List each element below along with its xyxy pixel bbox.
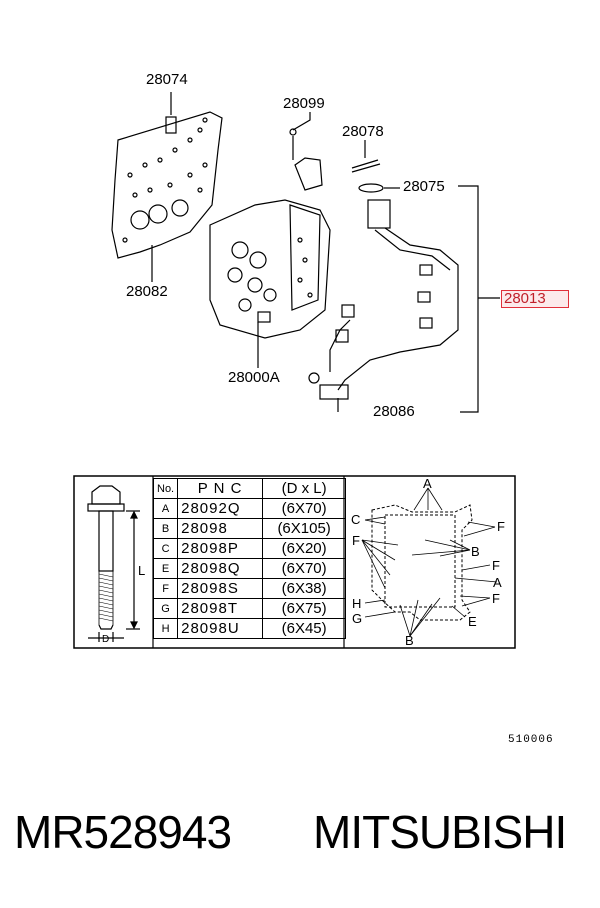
row-pnc: 28098U <box>177 618 264 639</box>
row-dl: (6X38) <box>262 578 347 599</box>
row-dl: (6X70) <box>262 498 347 519</box>
callout-28099: 28099 <box>283 95 325 112</box>
row-dl: (6X75) <box>262 598 347 619</box>
locator-label-h: H <box>352 596 362 611</box>
bolt-threads <box>98 573 114 622</box>
locator-label-b-bottom: B <box>405 633 414 648</box>
table-row: E 28098Q (6X70) <box>152 558 347 579</box>
locator-label-g: G <box>352 611 363 626</box>
row-no: G <box>152 598 179 619</box>
row-pnc: 28098T <box>177 598 264 619</box>
part-number: MR528943 <box>14 806 232 858</box>
locator-label-f-left: F <box>352 533 360 548</box>
bolt-locator-sketch <box>371 504 473 621</box>
valve-body-28000a <box>209 157 331 339</box>
callout-28086: 28086 <box>373 403 415 420</box>
separator-plate-28082 <box>111 111 223 259</box>
header-dl: (D x L) <box>262 478 347 499</box>
row-no: H <box>152 618 179 639</box>
clip-28078 <box>351 159 381 173</box>
table-row: C 28098P (6X20) <box>152 538 347 559</box>
filter-28074 <box>165 116 177 134</box>
table-row: F 28098S (6X38) <box>152 578 347 599</box>
row-no: F <box>152 578 179 599</box>
bolt-spec-table: No. P N C (D x L) A 28092Q (6X70) B 2809… <box>152 478 347 639</box>
row-pnc: 28098P <box>177 538 264 559</box>
locator-label-a-right: A <box>493 575 502 590</box>
locator-label-a-top: A <box>423 476 432 491</box>
wiring-harness-28013 <box>308 199 459 400</box>
row-dl: (6X105) <box>262 518 347 539</box>
bolt-diameter-label: D <box>102 634 110 645</box>
row-dl: (6X45) <box>262 618 347 639</box>
row-no: C <box>152 538 179 559</box>
row-pnc: 28098 <box>177 518 264 539</box>
table-row: G 28098T (6X75) <box>152 598 347 619</box>
callout-28075: 28075 <box>403 178 445 195</box>
row-no: B <box>152 518 179 539</box>
callout-28074: 28074 <box>146 71 188 88</box>
bolt-chart-frame <box>73 475 516 649</box>
locator-label-c: C <box>351 512 361 527</box>
locator-leader-lines <box>361 487 498 637</box>
table-row: A 28092Q (6X70) <box>152 498 347 519</box>
row-dl: (6X70) <box>262 558 347 579</box>
callout-28013-highlighted[interactable]: 28013 <box>501 290 569 308</box>
callout-28078: 28078 <box>342 123 384 140</box>
locator-label-f-right-low: F <box>492 591 500 606</box>
locator-label-f-right-mid: F <box>492 558 500 573</box>
header-pnc: P N C <box>177 478 264 499</box>
o-ring-28075 <box>358 183 384 193</box>
table-header-row: No. P N C (D x L) <box>152 478 347 499</box>
header-no: No. <box>152 478 179 499</box>
locator-label-e: E <box>468 614 477 629</box>
row-dl: (6X20) <box>262 538 347 559</box>
bolt-drawing <box>87 485 140 642</box>
row-no: A <box>152 498 179 519</box>
row-pnc: 28098S <box>177 578 264 599</box>
callout-28000a: 28000A <box>228 369 280 386</box>
locator-label-f-right-top: F <box>497 519 505 534</box>
row-pnc: 28098Q <box>177 558 264 579</box>
diagram-code: 510006 <box>508 734 554 746</box>
table-row: H 28098U (6X45) <box>152 618 347 639</box>
brand-name: MITSUBISHI <box>313 806 567 858</box>
row-no: E <box>152 558 179 579</box>
callout-28082: 28082 <box>126 283 168 300</box>
bolt-length-label: L <box>138 563 146 578</box>
table-row: B 28098 (6X105) <box>152 518 347 539</box>
row-pnc: 28092Q <box>177 498 264 519</box>
locator-label-b-mid: B <box>471 544 480 559</box>
